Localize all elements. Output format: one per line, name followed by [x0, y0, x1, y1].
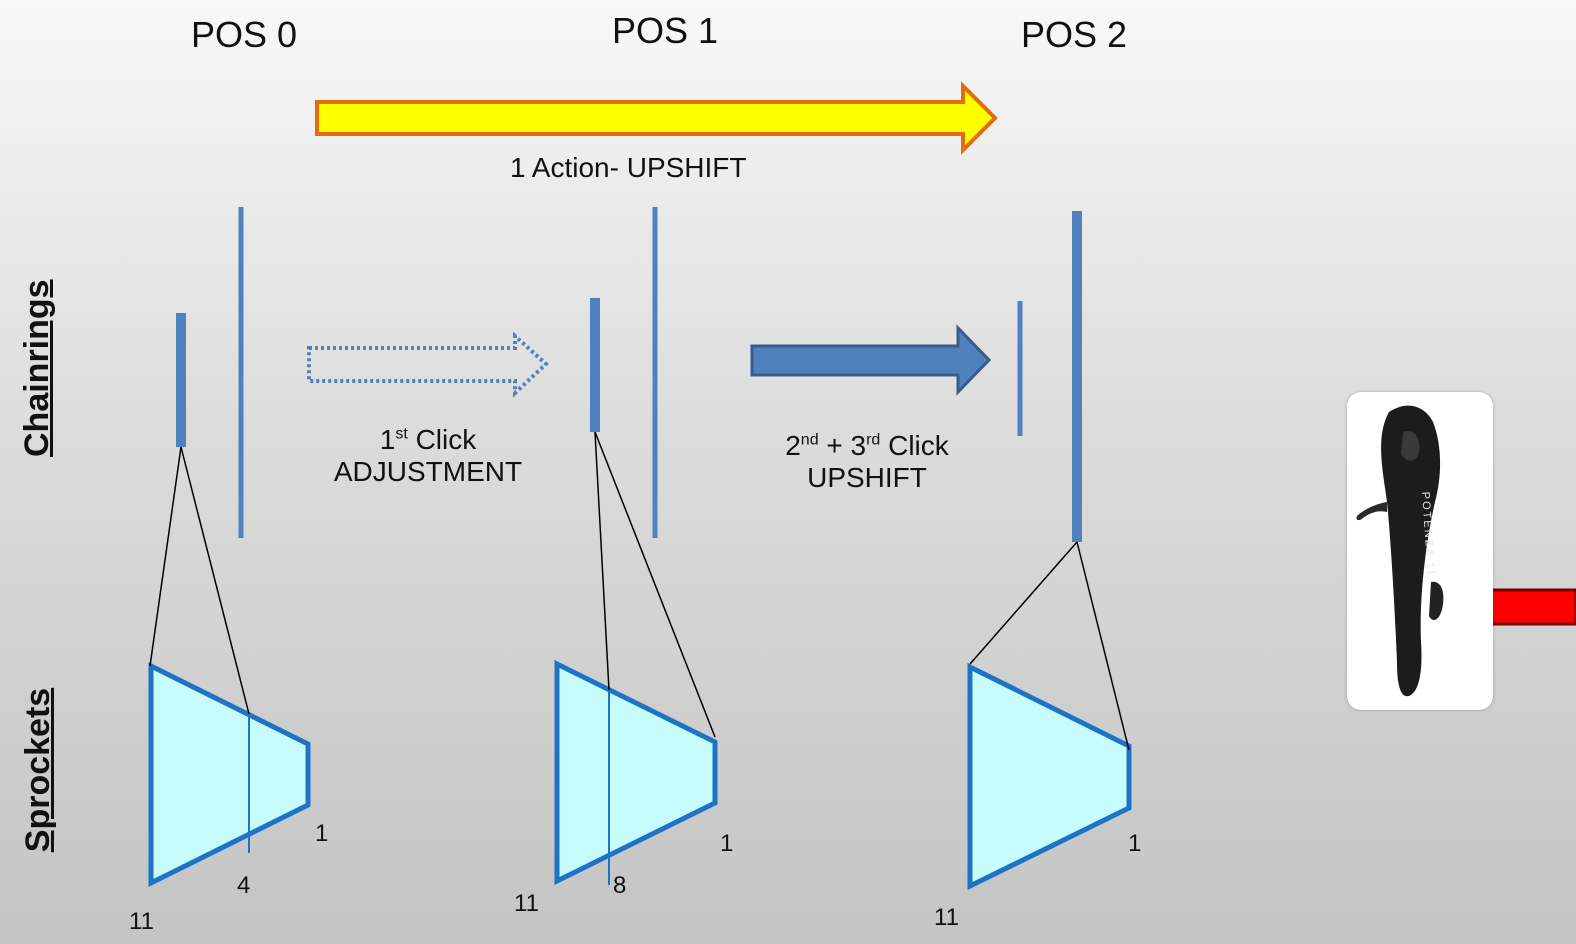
- shifter-lever-image: POTENZA 11: [1347, 392, 1493, 710]
- click23-line1: 2nd + 3rd Click: [785, 430, 949, 461]
- position-label-0: POS 0: [191, 14, 298, 55]
- upshift-action-arrow: [315, 81, 998, 155]
- chain-line: [594, 431, 610, 691]
- main-arrow-label: 1 Action- UPSHIFT: [510, 152, 747, 183]
- click23-label: 2nd + 3rd Click UPSHIFT: [752, 430, 982, 494]
- chain-line: [594, 431, 716, 738]
- cassette-pos0: [148, 661, 311, 888]
- sprocket-label-large-pos0: 11: [129, 908, 154, 935]
- sprocket-label-large-pos2: 11: [934, 904, 959, 931]
- shifter-logo-text: POTENZA 11: [1419, 491, 1437, 577]
- sprocket-label-small-pos2: 1: [1128, 830, 1142, 857]
- position-label-2: POS 2: [1021, 14, 1128, 55]
- chain-line: [969, 541, 1078, 665]
- cassette-pos1: [554, 659, 718, 886]
- chainrings-label: Chainrings: [18, 279, 56, 457]
- sprockets-label: Sprockets: [19, 687, 57, 853]
- sprocket-label-large-pos1: 11: [514, 890, 539, 917]
- click23-line2: UPSHIFT: [807, 462, 927, 493]
- sprocket-mark-pos0: 4: [237, 872, 251, 899]
- sprocket-mark-pos1: 8: [613, 872, 627, 899]
- click1-label: 1st Click ADJUSTMENT: [310, 424, 546, 488]
- chain-line: [180, 446, 250, 715]
- upshift-click-arrow: [750, 324, 992, 396]
- shifter-lever-drawing: POTENZA 11: [1356, 405, 1444, 697]
- position-label-1: POS 1: [612, 10, 719, 51]
- click1-line1: 1st Click: [379, 424, 477, 455]
- adjustment-arrow: [307, 331, 549, 398]
- cassette-pos2: [967, 662, 1132, 891]
- sprocket-label-small-pos0: 1: [315, 820, 329, 847]
- chain-line: [1076, 541, 1130, 751]
- chain-line: [149, 446, 182, 667]
- click1-line2: ADJUSTMENT: [333, 456, 523, 487]
- sprocket-label-small-pos1: 1: [720, 830, 734, 857]
